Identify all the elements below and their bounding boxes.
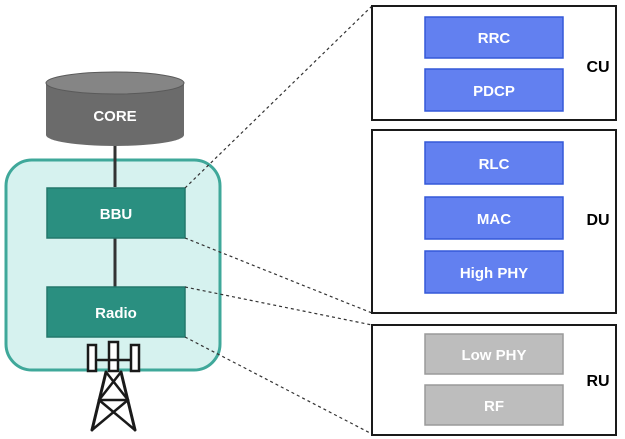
core-label: CORE [93, 108, 136, 125]
cu-label: CU [586, 59, 609, 76]
antenna-tower-icon [86, 340, 141, 432]
pdcp-layer-label: PDCP [473, 83, 515, 100]
high-phy-layer-label: High PHY [460, 265, 528, 282]
rf-layer-box [424, 384, 564, 426]
rrc-layer-label: RRC [478, 30, 511, 47]
zoom-lines [184, 5, 373, 435]
rf-layer-label: RF [484, 398, 504, 415]
ru-label: RU [586, 373, 609, 390]
rrc-layer-box [424, 16, 564, 59]
bbu-label: BBU [100, 206, 133, 223]
rlc-layer-box [424, 141, 564, 185]
low-phy-layer-box [424, 333, 564, 375]
mac-layer-label: MAC [477, 211, 511, 228]
rlc-layer-label: RLC [479, 156, 510, 173]
mac-layer-box [424, 196, 564, 240]
pdcp-layer-box [424, 68, 564, 112]
radio-box [46, 286, 186, 338]
bbu-box [46, 187, 186, 239]
high-phy-layer-box [424, 250, 564, 294]
du-label: DU [586, 212, 609, 229]
radio-label: Radio [95, 305, 137, 322]
core-database-icon: CORE [45, 71, 185, 146]
low-phy-layer-label: Low PHY [461, 347, 526, 364]
